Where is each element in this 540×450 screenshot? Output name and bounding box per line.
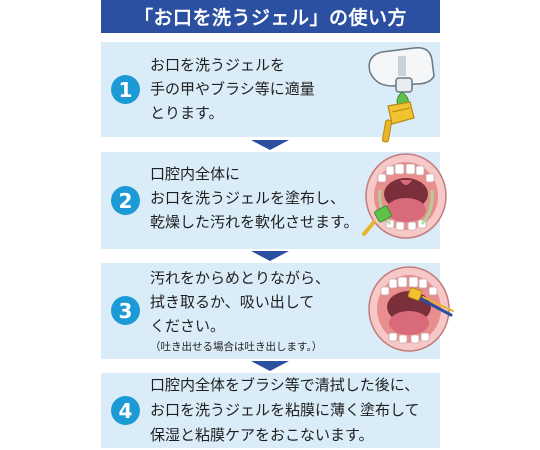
step-arrow xyxy=(251,140,289,150)
step-3-note: （吐き出せる場合は吐き出します。） xyxy=(150,341,323,353)
step-2-line-2: お口を洗うジェルを塗布し、 xyxy=(150,189,346,207)
step-number-badge: 1 xyxy=(111,75,140,104)
open-mouth-illustration xyxy=(368,266,454,352)
step-2-line-1: 口腔内全体に xyxy=(150,165,241,183)
step-4-panel: 4 口腔内全体をブラシ等で清拭した後に、 お口を洗うジェルを粘膜に薄く塗布して … xyxy=(101,373,440,448)
step-2-text: 口腔内全体に お口を洗うジェルを塗布し、 乾燥した汚れを軟化させます。 xyxy=(150,162,359,234)
open-mouth-illustration xyxy=(362,153,447,239)
step-number-badge: 4 xyxy=(111,396,140,425)
step-1-line-3: とります。 xyxy=(150,104,224,122)
step-4-text: 口腔内全体をブラシ等で清拭した後に、 お口を洗うジェルを粘膜に薄く塗布して 保湿… xyxy=(150,373,420,448)
step-3-line-3: ください。 xyxy=(150,317,226,335)
gel-tube-illustration xyxy=(368,47,435,143)
step-1-text: お口を洗うジェルを 手の甲やブラシ等に適量 とります。 xyxy=(150,53,315,125)
swab-icon xyxy=(374,205,392,223)
step-1-line-2: 手の甲やブラシ等に適量 xyxy=(150,80,315,98)
step-number-badge: 3 xyxy=(111,296,140,325)
step-arrow xyxy=(251,361,289,371)
step-arrow xyxy=(251,251,289,261)
step-1-line-1: お口を洗うジェルを xyxy=(150,56,286,74)
step-4-line-1: 口腔内全体をブラシ等で清拭した後に、 xyxy=(150,376,420,394)
step-4-line-2: お口を洗うジェルを粘膜に薄く塗布して xyxy=(150,401,420,419)
page-title: 「お口を洗うジェル」の使い方 xyxy=(101,0,440,33)
swab-icon xyxy=(407,287,423,301)
step-3-text: 汚れをからめとりながら、 拭き取るか、吸い出して ください。 （吐き出せる場合は… xyxy=(150,266,330,356)
step-2-line-3: 乾燥した汚れを軟化させます。 xyxy=(150,213,359,231)
step-3-line-2: 拭き取るか、吸い出して xyxy=(150,293,315,311)
step-number-badge: 2 xyxy=(111,186,140,215)
step-4-line-3: 保湿と粘膜ケアをおこないます。 xyxy=(150,426,374,444)
step-3-line-1: 汚れをからめとりながら、 xyxy=(150,269,331,287)
